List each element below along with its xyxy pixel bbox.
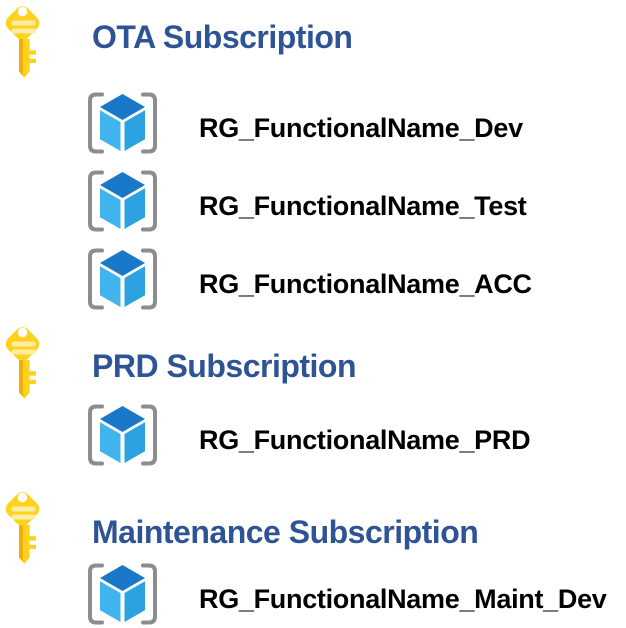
resource-group-icon (88, 170, 157, 232)
resource-group-row: RG_FunctionalName_PRD (86, 404, 531, 466)
resource-group-icon (88, 248, 157, 310)
resource-group-icon (88, 92, 157, 154)
resource-group-label: RG_FunctionalName_ACC (199, 268, 532, 299)
resource-group-row: RG_FunctionalName_Dev (86, 92, 523, 154)
section-title-ota: OTA Subscription (92, 19, 353, 55)
resource-group-icon (88, 404, 157, 466)
resource-group-row: RG_FunctionalName_ACC (86, 248, 532, 310)
key-icon (5, 327, 40, 399)
resource-group-icon (88, 563, 157, 625)
resource-group-label: RG_FunctionalName_PRD (199, 424, 531, 455)
resource-group-label: RG_FunctionalName_Maint_Dev (199, 583, 607, 614)
resource-group-row: RG_FunctionalName_Maint_Dev (86, 563, 607, 625)
key-icon (5, 6, 40, 78)
section-title-maintenance: Maintenance Subscription (92, 514, 479, 550)
resource-group-label: RG_FunctionalName_Test (199, 190, 527, 221)
resource-group-label: RG_FunctionalName_Dev (199, 112, 523, 143)
resource-group-row: RG_FunctionalName_Test (86, 170, 527, 232)
key-icon (5, 492, 40, 564)
section-title-prd: PRD Subscription (92, 348, 357, 384)
